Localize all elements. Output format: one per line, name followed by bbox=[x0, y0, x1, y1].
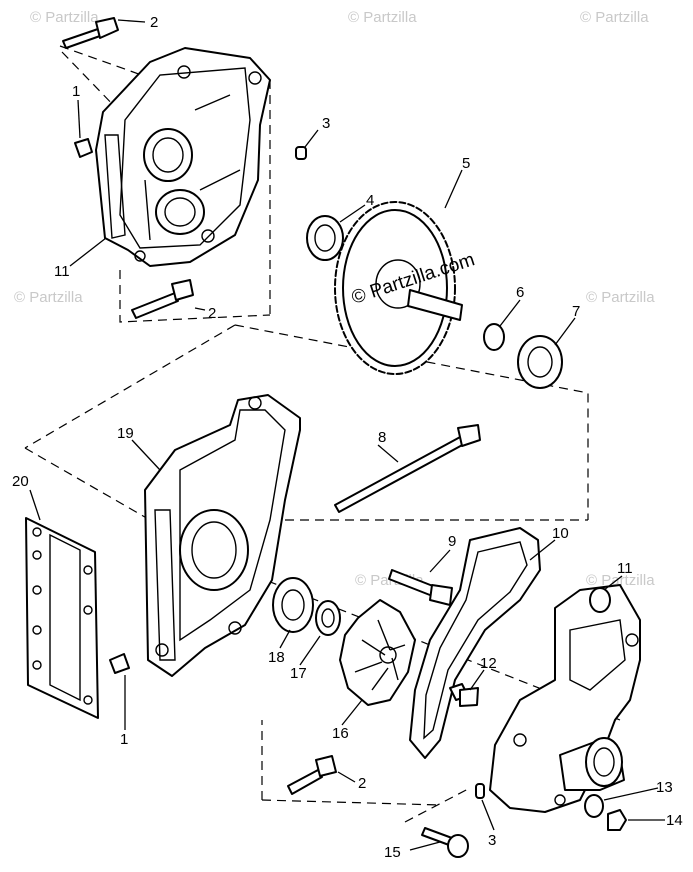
callout-11-bottom: 11 bbox=[617, 560, 633, 577]
watermark-top-center: © Partzilla bbox=[348, 9, 417, 26]
callout-1-bottom: 1 bbox=[120, 731, 128, 748]
nut-14 bbox=[607, 809, 627, 831]
bolt-12 bbox=[449, 683, 479, 707]
callout-11-top: 11 bbox=[54, 263, 70, 280]
callout-17: 17 bbox=[290, 665, 307, 682]
impeller-16 bbox=[339, 599, 416, 706]
callout-7: 7 bbox=[572, 303, 580, 320]
callout-3-top: 3 bbox=[322, 115, 330, 132]
gasket-10 bbox=[409, 527, 541, 759]
callout-13: 13 bbox=[656, 779, 673, 796]
callout-5: 5 bbox=[462, 155, 470, 172]
callout-6: 6 bbox=[516, 284, 524, 301]
callout-3-bottom: 3 bbox=[488, 832, 496, 849]
pin-top bbox=[295, 146, 307, 160]
watermark-top-right: © Partzilla bbox=[580, 9, 649, 26]
long-bolt-8 bbox=[334, 424, 481, 513]
callout-14: 14 bbox=[666, 812, 683, 829]
pin-bottom bbox=[475, 783, 485, 799]
washer-17 bbox=[315, 600, 341, 636]
callout-20: 20 bbox=[12, 473, 29, 490]
gasket-20 bbox=[25, 517, 99, 719]
callout-2-middle: 2 bbox=[208, 305, 216, 322]
callout-labels: 2 1 3 4 5 6 7 11 2 8 19 20 9 10 11 12 18… bbox=[12, 14, 683, 861]
callout-4: 4 bbox=[366, 192, 374, 209]
watermark-top-left: © Partzilla bbox=[30, 9, 99, 26]
housing-body-19 bbox=[144, 394, 301, 677]
watermark-low-right: © Partzilla bbox=[586, 572, 655, 589]
callout-9: 9 bbox=[448, 533, 456, 550]
bolt-15 bbox=[421, 827, 469, 858]
callout-8: 8 bbox=[378, 429, 386, 446]
callout-19: 19 bbox=[117, 425, 134, 442]
bolt-bottom bbox=[287, 755, 337, 795]
callout-1-top: 1 bbox=[72, 83, 80, 100]
callout-16: 16 bbox=[332, 725, 349, 742]
dowel-pin-bottom bbox=[109, 653, 130, 674]
callout-10: 10 bbox=[552, 525, 569, 542]
washer-13 bbox=[584, 794, 604, 818]
callout-2-bottom: 2 bbox=[358, 775, 366, 792]
watermark-mid-left: © Partzilla bbox=[14, 289, 83, 306]
callout-2-top: 2 bbox=[150, 14, 158, 31]
callout-15: 15 bbox=[384, 844, 401, 861]
leader-lines bbox=[29, 19, 665, 851]
housing-cover-top bbox=[95, 47, 271, 267]
dowel-pin-top bbox=[74, 138, 93, 158]
seal-18 bbox=[272, 577, 314, 633]
bearing-7 bbox=[517, 335, 563, 389]
watermark-mid-right: © Partzilla bbox=[586, 289, 655, 306]
gear-5 bbox=[334, 201, 463, 375]
callout-18: 18 bbox=[268, 649, 285, 666]
clip-6 bbox=[483, 323, 505, 351]
bolt-top bbox=[62, 17, 119, 49]
bolt-middle bbox=[131, 279, 194, 319]
bearing-4 bbox=[306, 215, 344, 261]
pump-cover-11 bbox=[489, 584, 641, 813]
callout-12: 12 bbox=[480, 655, 497, 672]
